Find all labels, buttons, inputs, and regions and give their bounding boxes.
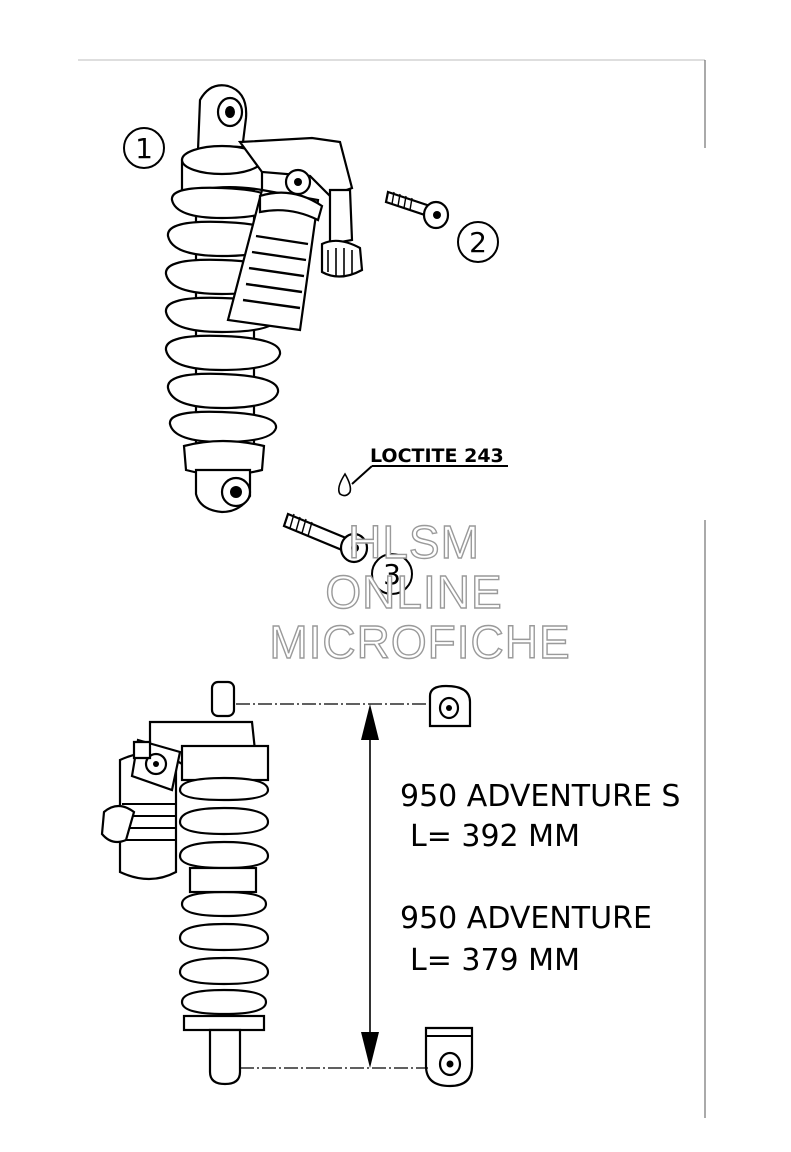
lower-eye-detail-icon — [424, 1026, 474, 1088]
spec-length: L= 379 MM — [410, 943, 580, 978]
shock-absorber-side-view — [100, 680, 270, 1086]
adjuster-link — [237, 136, 364, 278]
spec-length-s: L= 392 MM — [410, 819, 580, 854]
bolt-2 — [384, 190, 450, 230]
watermark-line-2: ONLINE — [325, 566, 502, 618]
loctite-drop-icon — [338, 465, 508, 497]
length-dimension — [236, 703, 432, 1069]
callout-3: 3 — [371, 553, 413, 595]
shock-absorber-exploded — [164, 84, 364, 514]
upper-eye-detail-icon — [428, 684, 472, 728]
watermark-line-1: HLSM — [348, 516, 480, 568]
callout-3-number: 3 — [383, 558, 401, 591]
callout-2-number: 2 — [469, 226, 487, 259]
reservoir — [226, 188, 324, 332]
watermark-line-3: MICROFICHE — [269, 616, 570, 668]
loctite-label: LOCTITE 243 — [370, 445, 504, 467]
callout-2: 2 — [457, 221, 499, 263]
spec-model-s: 950 ADVENTURE S — [400, 779, 680, 814]
bolt-3 — [282, 512, 369, 564]
page-frame — [78, 59, 706, 1118]
callout-1: 1 — [123, 127, 165, 169]
spec-model: 950 ADVENTURE — [400, 901, 652, 936]
callout-1-number: 1 — [135, 132, 153, 165]
watermark: HLSM ONLINE MICROFICHE — [269, 515, 571, 668]
